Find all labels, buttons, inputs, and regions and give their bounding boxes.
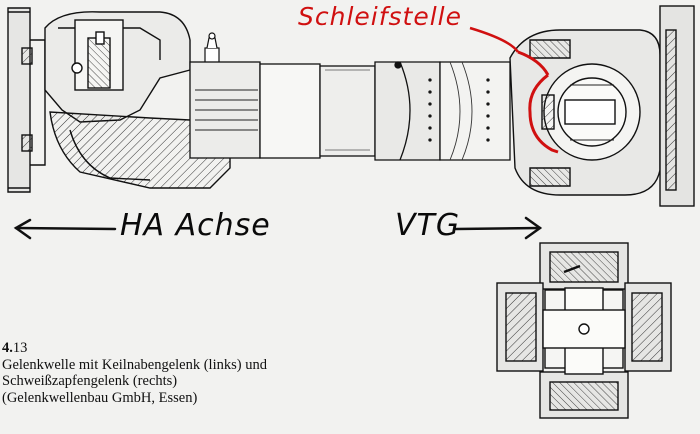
caption-line-2: Schweißzapfengelenk (rechts) <box>2 373 178 389</box>
caption-line-3: (Gelenkwellenbau GmbH, Essen) <box>2 389 198 406</box>
right-joint-housing <box>509 29 661 196</box>
rear-axle-label: HA Achse <box>120 208 271 243</box>
figure-caption: 4.13 Gelenkwelle mit Keilnabengelenk (li… <box>2 340 332 406</box>
left-arrow <box>13 218 117 240</box>
wear-point-marker <box>517 50 559 154</box>
leader-line <box>469 26 520 53</box>
caption-line-1: Gelenkwelle mit Keilnabengelenk (links) … <box>2 356 267 373</box>
schleifstelle-label: Schleifstelle <box>298 2 463 31</box>
figure-number-rest: 13 <box>12 340 28 356</box>
shaft-tube <box>374 61 511 161</box>
spline-shaft <box>189 61 376 159</box>
right-flange <box>659 5 695 207</box>
figure-number: 4.13 <box>2 340 332 357</box>
transfer-case-label: VTG <box>395 208 461 243</box>
right-arrow <box>454 216 543 240</box>
left-flange <box>7 7 46 193</box>
cross-spider-detail <box>496 242 672 419</box>
figure-number-bold: 4. <box>2 340 13 356</box>
left-joint-housing <box>44 11 231 189</box>
